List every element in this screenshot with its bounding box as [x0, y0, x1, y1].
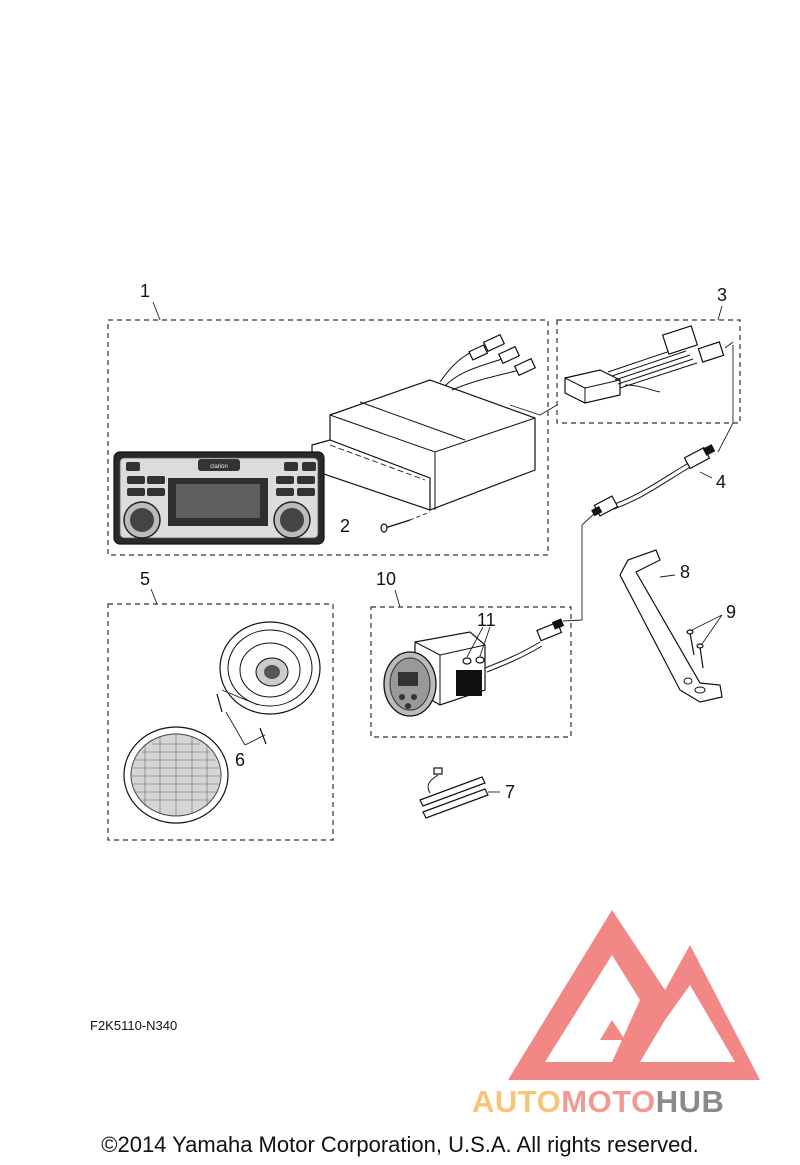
cable-part-4: [581, 444, 716, 620]
callout-9: 9: [726, 602, 736, 622]
callout-8: 8: [680, 562, 690, 582]
callout-7: 7: [505, 782, 515, 802]
callout-5: 5: [140, 569, 150, 589]
watermark-logo: [508, 910, 760, 1080]
wire-harness-part-3: [564, 325, 734, 404]
speaker-part-5: [219, 621, 321, 715]
bracket-part-8: [619, 549, 723, 703]
callout-2: 2: [340, 516, 350, 536]
group-box-10: [370, 606, 572, 738]
remote-unit-part-10: [383, 618, 583, 717]
copyright-notice: ©2014 Yamaha Motor Corporation, U.S.A. A…: [101, 1132, 698, 1157]
watermark-text: AUTOMOTOHUB: [472, 1084, 724, 1119]
callout-6: 6: [235, 750, 245, 770]
radio-brand-label: clarion: [210, 464, 228, 470]
screws-part-6: [216, 693, 267, 746]
group-box-1: [107, 319, 549, 556]
speaker-grille: [123, 726, 229, 824]
group-box-5: [107, 603, 334, 841]
callout-3: 3: [717, 285, 727, 305]
callout-1: 1: [140, 281, 150, 301]
stereo-head-unit: clarion: [113, 333, 537, 545]
group-box-3: [556, 319, 741, 424]
callout-11: 11: [477, 610, 496, 630]
callout-4: 4: [716, 472, 726, 492]
diagram-code: F2K5110-N340: [90, 1018, 177, 1033]
callout-10: 10: [376, 569, 396, 589]
screw-part-2: [380, 511, 431, 533]
antenna-part-7: [419, 767, 500, 819]
screws-part-9: [686, 614, 723, 669]
grommets-part-11: [462, 626, 491, 665]
